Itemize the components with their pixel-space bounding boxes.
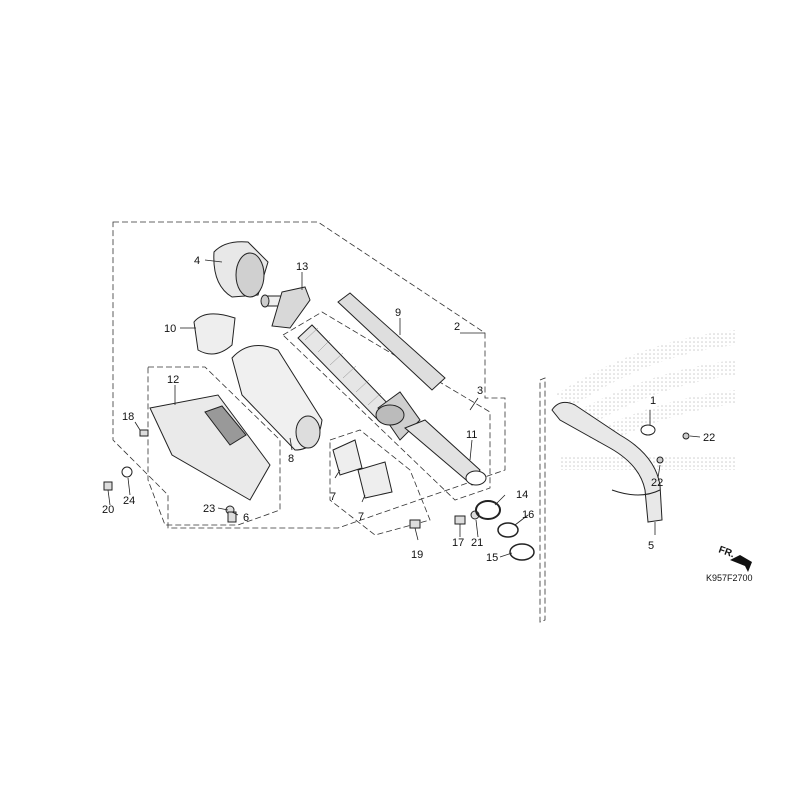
callout-8: 8 [288,453,294,465]
cap-liner-part [193,313,236,355]
callout-24: 24 [123,495,135,507]
packing-part [337,292,446,391]
protector-part-b [357,461,393,499]
callout-22b: 22 [651,477,663,489]
callout-6: 6 [243,512,249,524]
callout-14: 14 [516,489,528,501]
exhaust-pipe-part [551,401,690,523]
callout-10: 10 [164,323,176,335]
heat-shield-part [149,394,271,501]
callout-23: 23 [203,503,215,515]
callout-12: 12 [167,374,179,386]
brand-watermark [555,330,735,470]
inner-pipe-part [297,324,393,421]
fr-label: FR. [717,544,736,560]
fasteners [103,429,480,529]
diagram-code: K957F2700 [706,573,753,583]
callout-9: 9 [395,307,401,319]
protector-part-a [332,439,363,476]
callout-1: 1 [650,395,656,407]
callout-7a: 7 [330,491,336,503]
silencer-part [231,345,323,451]
callout-2: 2 [454,321,460,333]
tail-pipe-part [260,286,311,329]
callout-5: 5 [648,540,654,552]
callout-4: 4 [194,255,200,267]
leader-lines [107,259,701,558]
callout-7b: 7 [358,511,364,523]
callout-numbers: 1 2 3 4 5 6 7 7 8 9 10 11 12 13 14 15 16… [102,255,715,564]
end-cap-part [213,241,269,298]
callout-22a: 22 [703,432,715,444]
muffler-body-part [375,391,487,486]
callout-16: 16 [522,509,534,521]
clamp-part [475,500,501,520]
callout-18: 18 [122,411,134,423]
callout-13: 13 [296,261,308,273]
callout-15: 15 [486,552,498,564]
callout-3: 3 [477,385,483,397]
assembly-outline [112,221,546,623]
gasket-parts [497,522,535,561]
front-direction-arrow: FR. [717,544,752,572]
callout-19: 19 [411,549,423,561]
callout-21: 21 [471,537,483,549]
callout-20: 20 [102,504,114,516]
callout-17: 17 [452,537,464,549]
callout-11: 11 [466,429,477,441]
